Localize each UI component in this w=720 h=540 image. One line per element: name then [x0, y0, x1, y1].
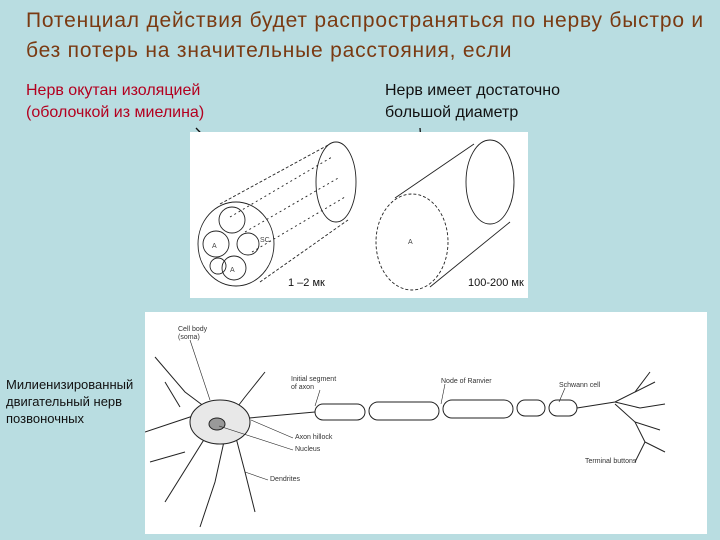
label-terminal-buttons: Terminal buttons [585, 458, 636, 466]
dimension-large: 100-200 мк [468, 277, 524, 289]
dimension-small: 1 –2 мк [288, 277, 325, 289]
svg-text:SC: SC [260, 237, 270, 244]
svg-text:A: A [212, 243, 217, 250]
label-initial-segment: Initial segment of axon [291, 376, 336, 392]
label-nucleus: Nucleus [295, 446, 320, 454]
svg-text:A: A [230, 267, 235, 274]
nerve-cross-section-figure: A A SC A 1 –2 мк 100-200 мк [190, 132, 528, 298]
svg-text:A: A [408, 239, 413, 246]
large-nerve-drawing: A [376, 140, 514, 290]
label-schwann-cell: Schwann cell [559, 382, 600, 390]
neuron-diagram: Cell body (soma) Initial segment of axon… [145, 312, 707, 534]
myelinated-nerve-drawing: A A SC [198, 142, 356, 286]
neuron-drawing [145, 340, 665, 527]
label-axon-hillock: Axon hillock [295, 434, 332, 442]
label-cell-body: Cell body (soma) [178, 326, 207, 342]
label-node-of-ranvier: Node of Ranvier [441, 378, 492, 386]
side-caption: Милиенизированный двигательный нерв позв… [6, 376, 133, 427]
label-dendrites: Dendrites [270, 476, 300, 484]
